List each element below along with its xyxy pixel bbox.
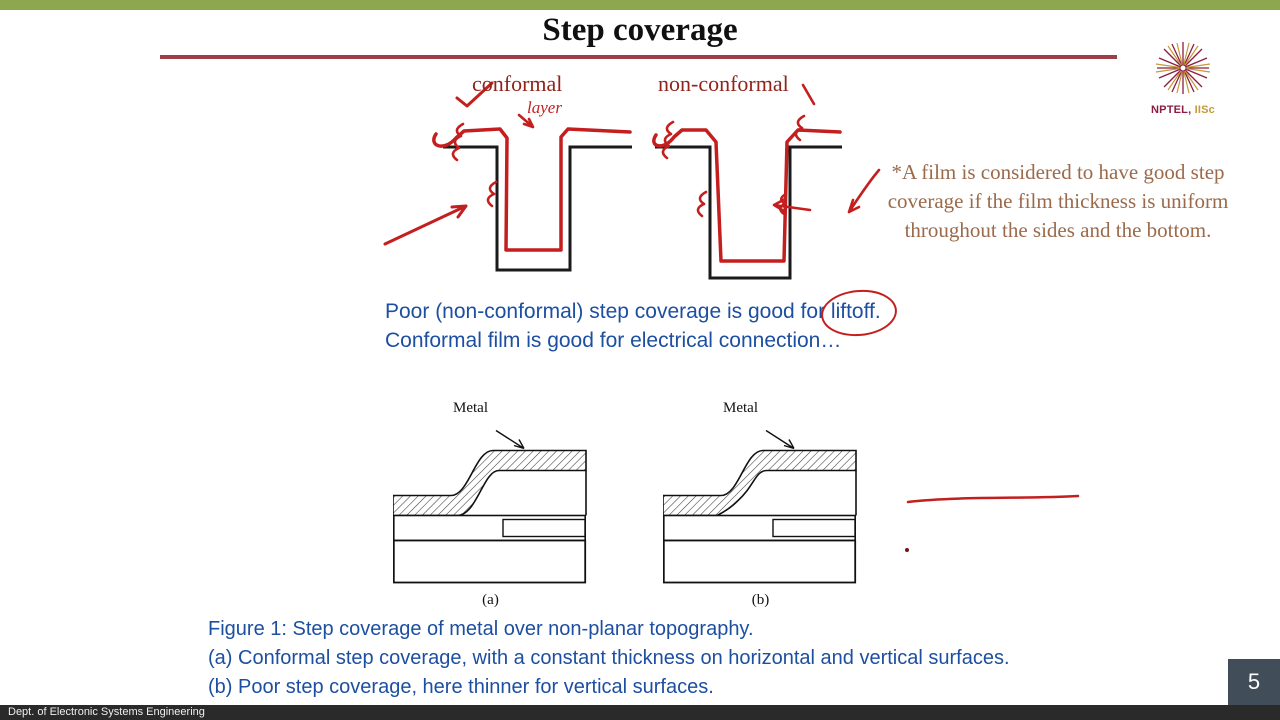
- nptel-iisc-logo: NPTEL, IISc: [1144, 38, 1222, 116]
- buried-line-a: [502, 518, 586, 538]
- electrical-statement: Conformal film is good for electrical co…: [385, 329, 842, 352]
- logo-label: NPTEL, IISc: [1144, 104, 1222, 116]
- metal-arrow-a: [495, 429, 525, 450]
- step-coverage-note: *A film is considered to have good step …: [887, 160, 1229, 242]
- cross-section-b: [663, 429, 857, 584]
- trench-annotation-drawing: [383, 81, 881, 280]
- label-non-conformal: non-conformal: [658, 71, 789, 96]
- metal-label-b: Metal: [723, 400, 758, 416]
- metal-arrow-b: [765, 429, 795, 450]
- annotation-layer-label: layer: [527, 98, 562, 117]
- liftoff-word: liftoff.: [830, 300, 881, 323]
- title-underline: [160, 55, 1117, 59]
- logo-text-iisc: IISc: [1191, 104, 1215, 116]
- trench-outline-nonconformal: [655, 145, 842, 280]
- figure-b: Metal (b): [663, 400, 863, 615]
- logo-thread-ball-icon: [1155, 42, 1211, 94]
- top-accent-bar: [0, 0, 1280, 10]
- red-underline-stroke: [905, 494, 1080, 552]
- liftoff-word-wrap: liftoff.: [819, 286, 899, 340]
- cross-section-a: [393, 429, 587, 584]
- sub-label-a: (a): [482, 592, 499, 608]
- figure-a: Metal (a): [393, 400, 593, 615]
- liftoff-statement-prefix: Poor (non-conformal) step coverage is go…: [385, 300, 831, 323]
- figure-caption: Figure 1: Step coverage of metal over no…: [208, 615, 1208, 702]
- substrate-a: [393, 539, 587, 584]
- logo-text-nptel: NPTEL,: [1151, 104, 1192, 116]
- substrate-b: [663, 539, 857, 584]
- caption-line-2: (a) Conformal step coverage, with a cons…: [208, 647, 1010, 669]
- metal-film-a: [393, 449, 587, 517]
- liftoff-statement: Poor (non-conformal) step coverage is go…: [385, 286, 899, 340]
- metal-film-b: [663, 449, 857, 517]
- caption-line-1: Figure 1: Step coverage of metal over no…: [208, 618, 754, 640]
- page-title: Step coverage: [542, 12, 738, 48]
- metal-label-a: Metal: [453, 400, 488, 416]
- trench-outline-conformal: [443, 145, 632, 272]
- label-conformal: conformal: [472, 71, 563, 96]
- red-annotation-marks: [383, 81, 881, 246]
- footer-department: Dept. of Electronic Systems Engineering: [0, 705, 1280, 720]
- caption-line-3: (b) Poor step coverage, here thinner for…: [208, 676, 714, 698]
- buried-line-b: [772, 518, 856, 538]
- sub-label-b: (b): [751, 592, 770, 608]
- page-number-badge: 5: [1228, 659, 1280, 705]
- red-film-nonconformal: [652, 128, 842, 263]
- red-dot: [905, 548, 909, 552]
